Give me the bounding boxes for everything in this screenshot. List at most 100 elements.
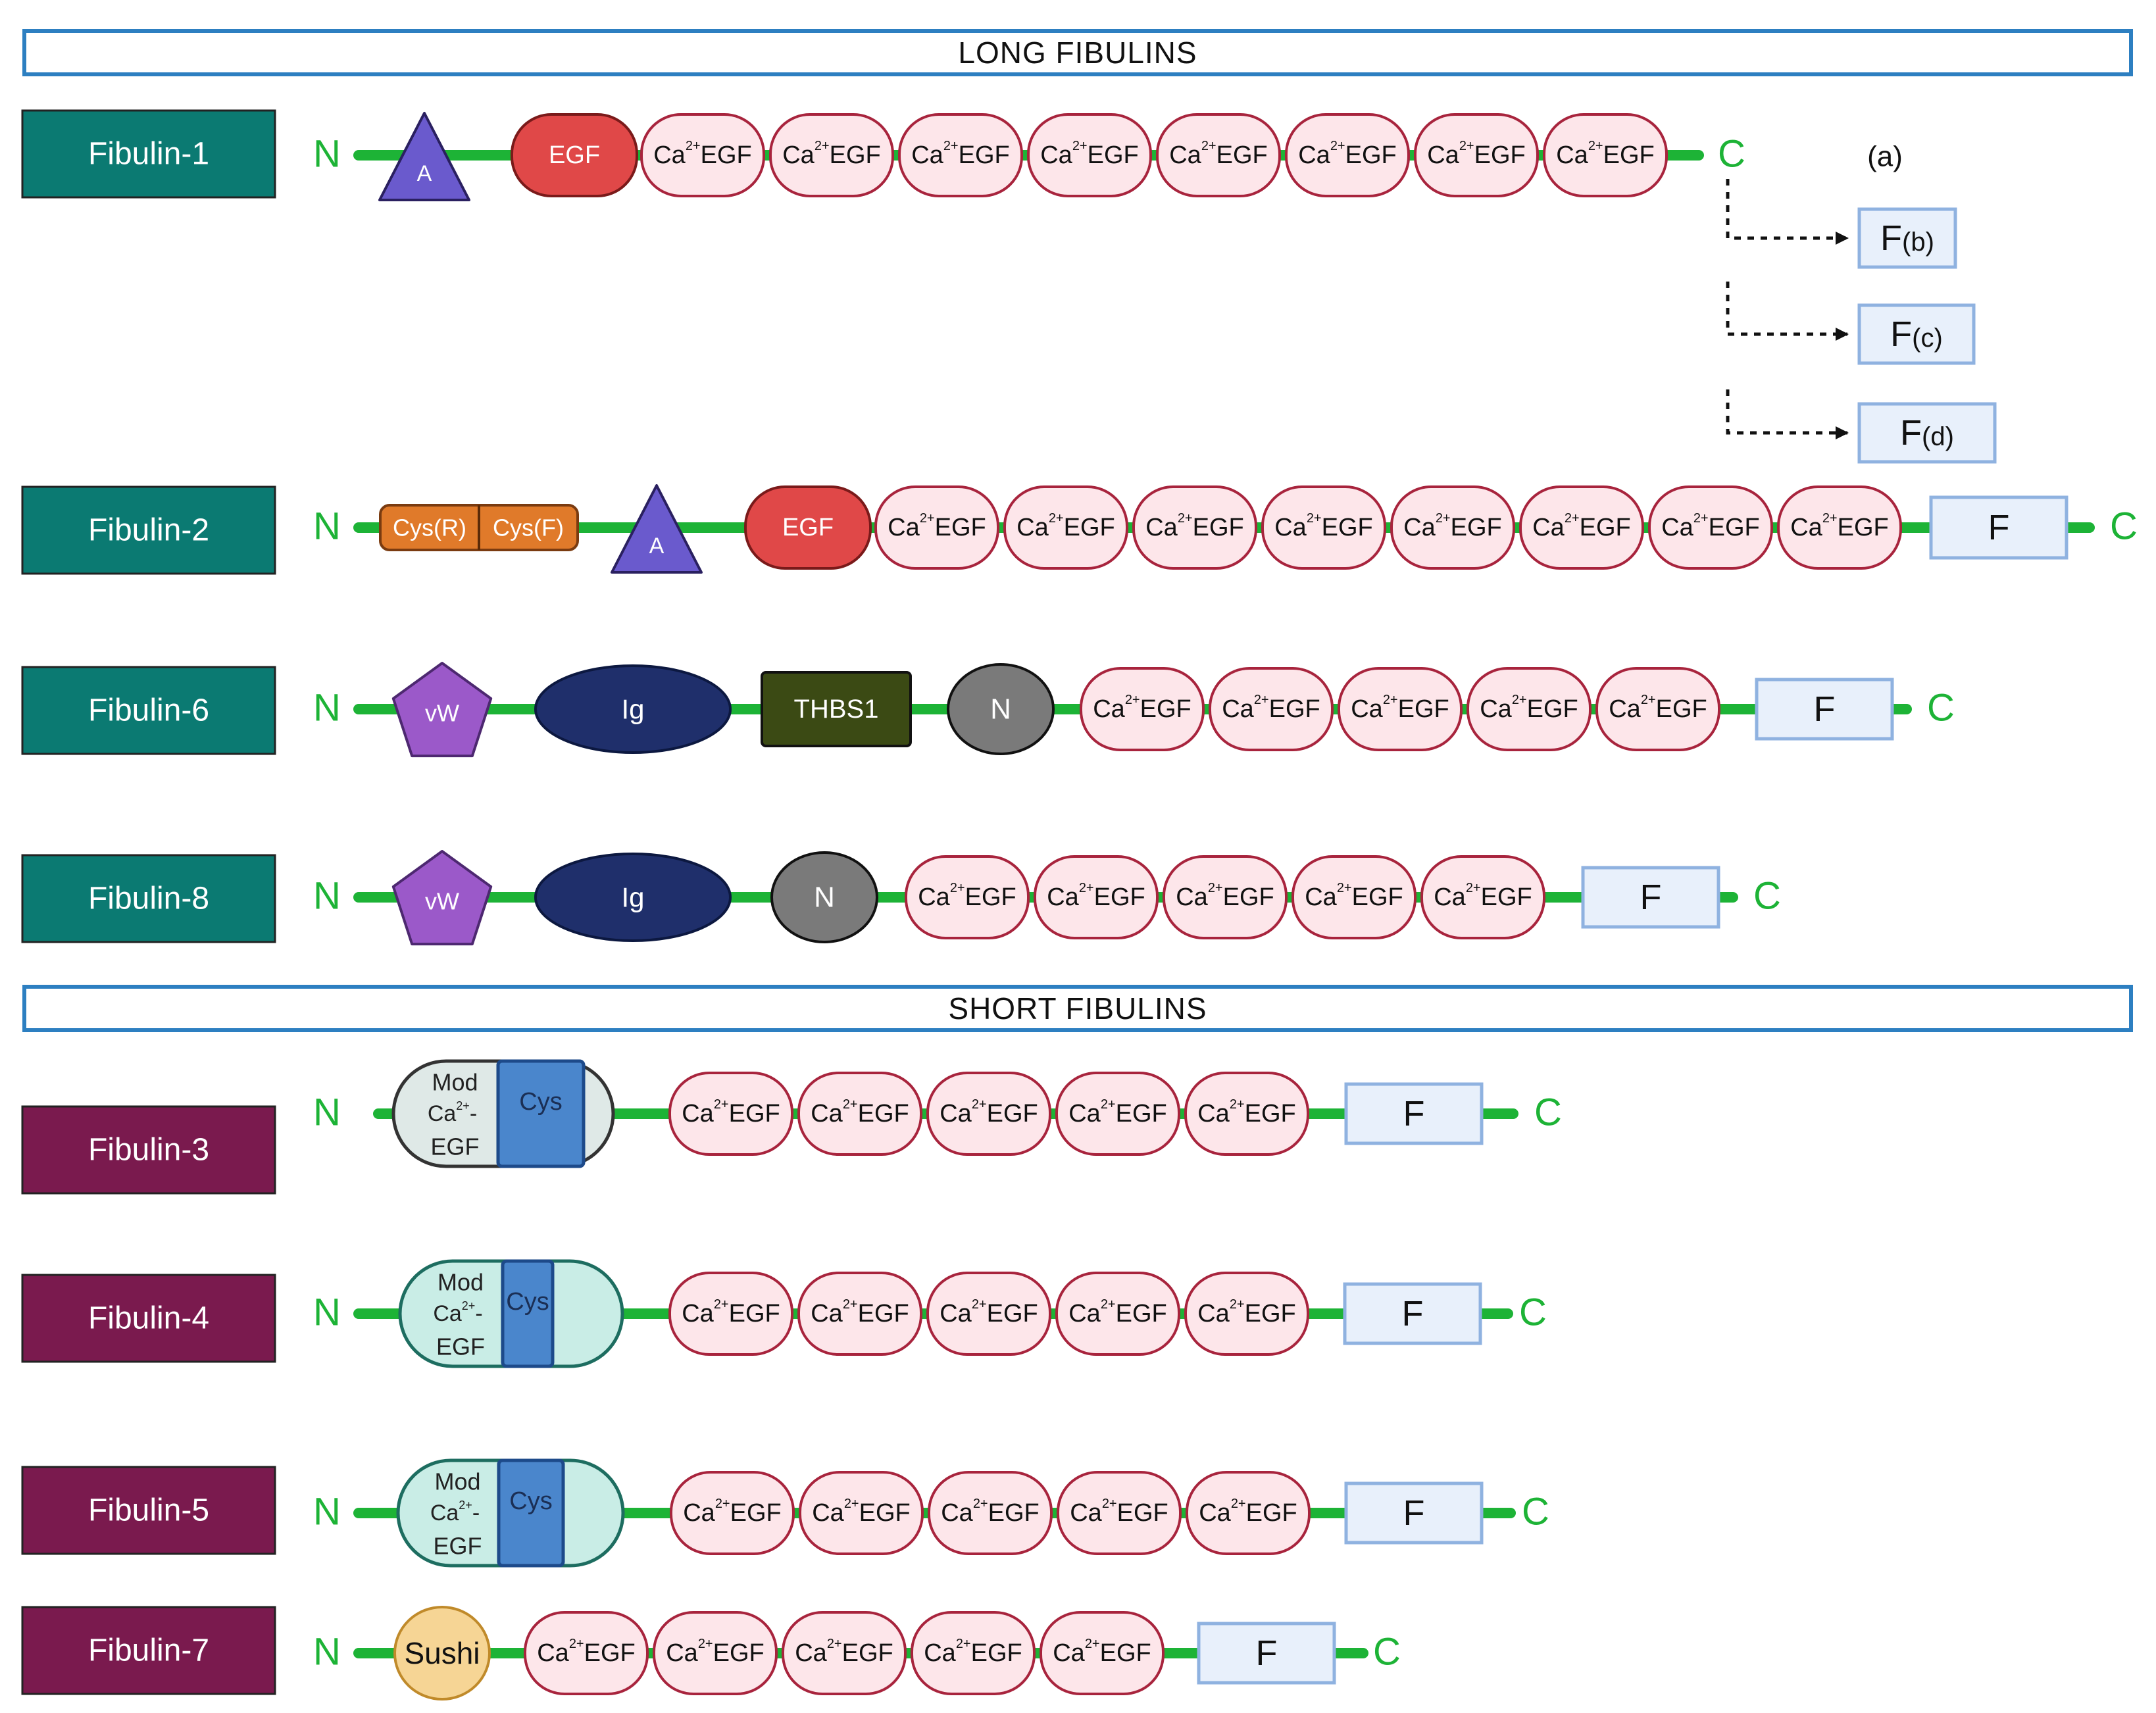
ca-egf-domain: Ca2+EGF <box>1034 855 1159 939</box>
ca-egf-label: Ca2+EGF <box>811 1297 909 1328</box>
f-domain: F <box>1197 1622 1336 1685</box>
n-domain: N <box>770 851 878 943</box>
cys-r-f-domain: Cys(R) Cys(F) <box>379 504 579 551</box>
ca-egf-domain: Ca2+EGF <box>874 485 999 570</box>
a-label: A <box>649 534 664 559</box>
f-label: F <box>1814 689 1836 729</box>
ca-egf-label: Ca2+EGF <box>1053 1637 1151 1667</box>
ca-egf-domain: Ca2+EGF <box>668 1072 793 1156</box>
ca-egf-domain: Ca2+EGF <box>926 1072 1051 1156</box>
egf-domain: EGF <box>511 113 638 197</box>
protein-label-fibulin-6: Fibulin-6 <box>21 666 276 755</box>
ca-egf-label: Ca2+EGF <box>1016 511 1115 541</box>
variant-arrow <box>1726 282 1849 341</box>
cys-r-label: Cys(R) <box>393 514 466 541</box>
ca-egf-domain: Ca2+EGF <box>1132 485 1257 570</box>
f-label: F <box>1403 1094 1425 1133</box>
ca-egf-label: Ca2+EGF <box>683 1497 782 1527</box>
ca-egf-domain: Ca2+EGF <box>1080 667 1205 751</box>
f-variant-label: F(b) <box>1880 218 1934 258</box>
n-terminus-label: N <box>313 133 341 176</box>
ca-egf-label: Ca2+EGF <box>1351 693 1449 723</box>
ca-egf-domain: Ca2+EGF <box>1184 1072 1309 1156</box>
ca-egf-label: Ca2+EGF <box>924 1637 1022 1667</box>
n-domain-label: N <box>990 693 1011 726</box>
ca-egf-domain: Ca2+EGF <box>769 113 894 197</box>
ig-label: Ig <box>621 694 644 725</box>
mod-egf-label: EGF <box>436 1333 485 1360</box>
protein-label-fibulin-1: Fibulin-1 <box>21 109 276 199</box>
f-domain: F <box>1344 1481 1484 1545</box>
mod-label: Mod <box>434 1468 480 1495</box>
ca-egf-label: Ca2+EGF <box>1197 1297 1296 1328</box>
vw-label: vW <box>425 700 459 727</box>
ca-egf-label: Ca2+EGF <box>1145 511 1244 541</box>
variant-a-label: (a) <box>1867 141 1903 173</box>
egf-domain: EGF <box>744 485 872 570</box>
cys-f-label: Cys(F) <box>493 514 564 541</box>
f-variant-label: F(c) <box>1890 314 1943 354</box>
c-terminus-label: C <box>1522 1491 1549 1533</box>
ca-egf-domain: Ca2+EGF <box>1414 113 1539 197</box>
ig-label: Ig <box>621 882 644 913</box>
ca-egf-label: Ca2+EGF <box>1556 139 1655 169</box>
f-label: F <box>1402 1294 1424 1333</box>
ca-egf-label: Ca2+EGF <box>682 1097 780 1128</box>
ca-egf-label: Ca2+EGF <box>1434 881 1532 911</box>
ca-egf-domain: Ca2+EGF <box>1055 1072 1180 1156</box>
n-terminus-label: N <box>313 1631 341 1674</box>
ca-egf-domain: Ca2+EGF <box>1420 855 1545 939</box>
f-domain: F <box>1929 495 2068 560</box>
ca-egf-domain: Ca2+EGF <box>1285 113 1410 197</box>
c-terminus-label: C <box>1718 133 1745 176</box>
ca-egf-label: Ca2+EGF <box>682 1297 780 1328</box>
ca-egf-domain: Ca2+EGF <box>1057 1471 1182 1555</box>
mod-ca-label: Ca2+- <box>428 1099 477 1126</box>
ig-domain: Ig <box>534 664 732 754</box>
ca-egf-label: Ca2+EGF <box>1199 1497 1297 1527</box>
c-terminus-label: C <box>1373 1631 1401 1674</box>
ca-egf-domain: Ca2+EGF <box>1543 113 1668 197</box>
ca-egf-label: Ca2+EGF <box>1427 139 1526 169</box>
protein-name: Fibulin-8 <box>88 881 209 916</box>
n-domain: N <box>947 663 1055 755</box>
ca-egf-domain: Ca2+EGF <box>1777 485 1902 570</box>
protein-label-fibulin-8: Fibulin-8 <box>21 854 276 943</box>
ca-egf-label: Ca2+EGF <box>941 1497 1040 1527</box>
ca-egf-label: Ca2+EGF <box>1305 881 1403 911</box>
ca-egf-domain: Ca2+EGF <box>905 855 1030 939</box>
protein-label-fibulin-3: Fibulin-3 <box>21 1105 276 1195</box>
ca-egf-domain: Ca2+EGF <box>1163 855 1288 939</box>
ca-egf-domain: Ca2+EGF <box>1186 1471 1311 1555</box>
protein-name: Fibulin-4 <box>88 1301 209 1336</box>
n-terminus-label: N <box>313 1091 341 1134</box>
mod-label: Mod <box>438 1269 484 1296</box>
ca-egf-domain: Ca2+EGF <box>653 1611 778 1695</box>
protein-name: Fibulin-1 <box>88 137 209 172</box>
ca-egf-domain: Ca2+EGF <box>668 1272 793 1356</box>
ca-egf-domain: Ca2+EGF <box>782 1611 907 1695</box>
ca-egf-label: Ca2+EGF <box>812 1497 911 1527</box>
f-label: F <box>1640 878 1662 917</box>
ca-egf-label: Ca2+EGF <box>1609 693 1707 723</box>
ca-egf-domain: Ca2+EGF <box>1519 485 1644 570</box>
ca-egf-domain: Ca2+EGF <box>1184 1272 1309 1356</box>
ca-egf-label: Ca2+EGF <box>911 139 1010 169</box>
ca-egf-domain: Ca2+EGF <box>524 1611 649 1695</box>
thbs1-label: THBS1 <box>794 695 879 724</box>
ca-egf-label: Ca2+EGF <box>1040 139 1139 169</box>
ca-egf-label: Ca2+EGF <box>940 1297 1038 1328</box>
a-label: A <box>417 161 432 186</box>
ca-egf-label: Ca2+EGF <box>1068 1097 1167 1128</box>
thbs1-domain: THBS1 <box>761 671 912 747</box>
ca-egf-domain: Ca2+EGF <box>1261 485 1386 570</box>
f-variant-domain: F(c) <box>1857 303 1976 365</box>
n-terminus-label: N <box>313 1291 341 1334</box>
ca-egf-label: Ca2+EGF <box>795 1637 893 1667</box>
a-domain: A <box>378 112 470 201</box>
mod-ca-label: Ca2+- <box>433 1299 482 1326</box>
c-terminus-label: C <box>1927 687 1955 730</box>
ca-egf-domain: Ca2+EGF <box>898 113 1023 197</box>
